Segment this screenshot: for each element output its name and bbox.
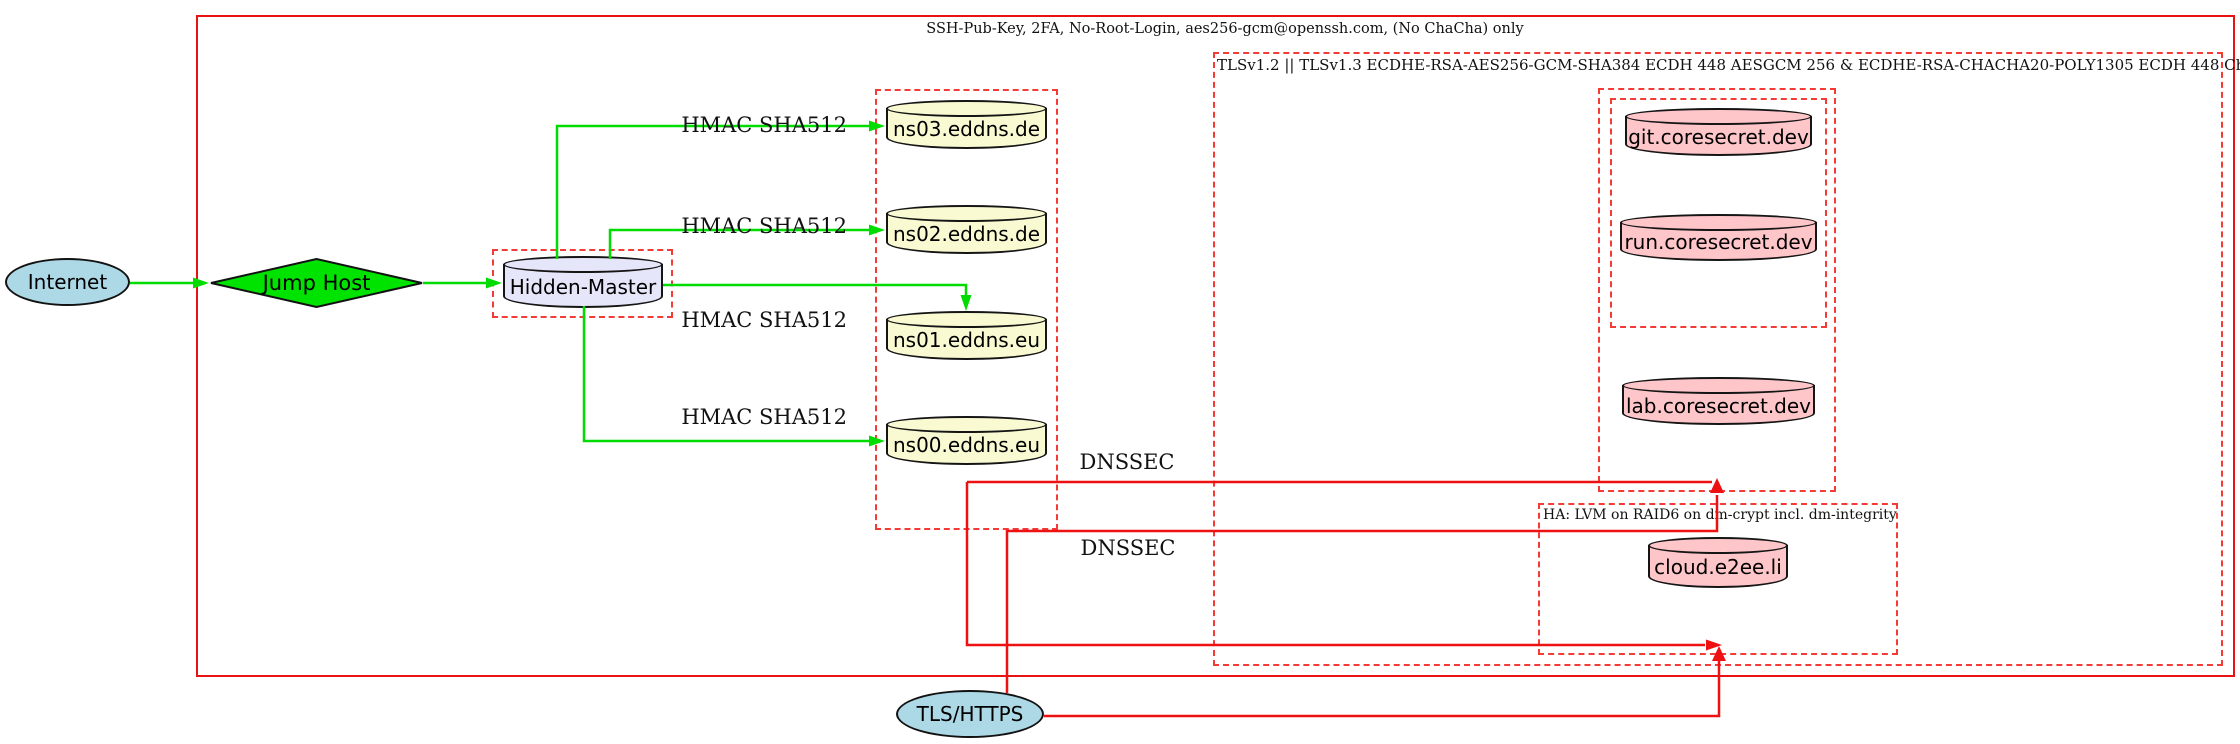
- node-tls-https-label: TLS/HTTPS: [916, 702, 1024, 726]
- node-hidden-master: Hidden-Master: [503, 256, 663, 308]
- coresecret-inner-cluster-box: [1610, 98, 1827, 328]
- node-ns01: ns01.eddns.eu: [886, 311, 1047, 360]
- node-internet-label: Internet: [27, 270, 108, 294]
- node-git-coresecret: git.coresecret.dev: [1625, 108, 1812, 156]
- node-hidden-master-label: Hidden-Master: [509, 274, 657, 299]
- jump-host-diamond-shape: [210, 258, 423, 308]
- node-ns03-label: ns03.eddns.de: [892, 117, 1041, 141]
- tls-cluster-label: TLSv1.2 || TLSv1.3 ECDHE-RSA-AES256-GCM-…: [1217, 56, 2240, 74]
- node-run-coresecret-label: run.coresecret.dev: [1624, 230, 1813, 254]
- node-run-coresecret: run.coresecret.dev: [1620, 214, 1817, 261]
- node-internet: Internet: [5, 258, 130, 306]
- node-lab-coresecret: lab.coresecret.dev: [1622, 377, 1815, 425]
- node-ns02: ns02.eddns.de: [886, 205, 1047, 254]
- node-git-coresecret-label: git.coresecret.dev: [1628, 124, 1809, 149]
- node-tls-https: TLS/HTTPS: [896, 690, 1044, 738]
- ha-cluster-label: HA: LVM on RAID6 on dm-crypt incl. dm-in…: [1543, 507, 1897, 523]
- ssh-cluster-label: SSH-Pub-Key, 2FA, No-Root-Login, aes256-…: [926, 21, 1524, 37]
- node-ns01-label: ns01.eddns.eu: [892, 328, 1041, 352]
- node-ns00-label: ns00.eddns.eu: [892, 433, 1041, 457]
- node-cloud-e2ee-label: cloud.e2ee.li: [1654, 555, 1782, 579]
- node-jump-host: Jump Host: [210, 258, 423, 308]
- node-cloud-e2ee: cloud.e2ee.li: [1648, 537, 1788, 588]
- node-ns03: ns03.eddns.de: [886, 100, 1047, 149]
- node-lab-coresecret-label: lab.coresecret.dev: [1625, 393, 1812, 418]
- node-ns02-label: ns02.eddns.de: [892, 222, 1041, 246]
- node-jump-host-label: Jump Host: [262, 271, 371, 295]
- node-ns00: ns00.eddns.eu: [886, 416, 1047, 465]
